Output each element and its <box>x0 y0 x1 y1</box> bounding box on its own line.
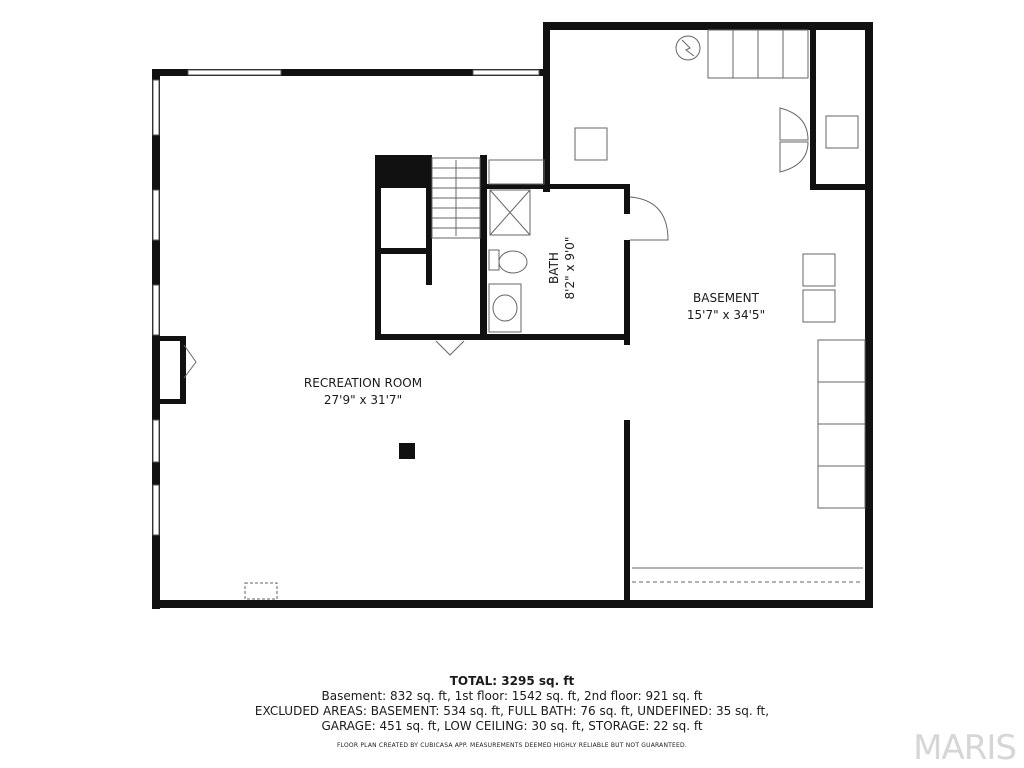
storage-dark-block <box>375 155 432 188</box>
hatch-icon <box>244 582 278 600</box>
brand-watermark: MARIS <box>913 728 1017 768</box>
recreation-room-dims: 27'9" x 31'7" <box>324 393 402 407</box>
washer-icon <box>825 115 859 149</box>
stairs-basement <box>707 29 809 79</box>
bath-dims: 8'2" x 9'0" <box>563 237 577 300</box>
fixtures <box>183 35 866 600</box>
room-labels: RECREATION ROOM 27'9" x 31'7" BASEMENT 1… <box>304 237 765 407</box>
appliance-box <box>802 253 836 287</box>
water-heater-icon <box>675 35 701 61</box>
appliance-box <box>802 289 836 323</box>
area-breakdown-floors: Basement: 832 sq. ft, 1st floor: 1542 sq… <box>321 689 703 703</box>
chevron-down-icon <box>435 340 465 356</box>
interior-walls <box>160 28 870 608</box>
basement-dims: 15'7" x 34'5" <box>687 308 765 322</box>
toilet-icon <box>498 250 528 274</box>
shower-icon <box>489 189 531 236</box>
bath-name: BATH <box>547 252 561 284</box>
door-swing-icon <box>629 196 669 241</box>
column-icon <box>399 443 415 459</box>
appliance-box <box>574 127 608 161</box>
closet-door-icon <box>779 107 809 141</box>
exterior-walls <box>152 22 873 609</box>
total-area: TOTAL: 3295 sq. ft <box>449 674 575 688</box>
area-breakdown-excluded: EXCLUDED AREAS: BASEMENT: 534 sq. ft, FU… <box>254 704 770 718</box>
door-chevron-icon <box>183 344 197 379</box>
disclaimer: FLOOR PLAN CREATED BY CUBICASA APP. MEAS… <box>337 742 687 749</box>
sink-icon <box>488 283 522 333</box>
basement-name: BASEMENT <box>693 291 760 305</box>
toilet-tank <box>488 249 500 271</box>
recreation-room-name: RECREATION ROOM <box>304 376 422 390</box>
area-breakdown-excluded-cont: GARAGE: 451 sq. ft, LOW CEILING: 30 sq. … <box>321 719 703 733</box>
windows <box>152 69 540 536</box>
stairs-main <box>431 157 481 239</box>
